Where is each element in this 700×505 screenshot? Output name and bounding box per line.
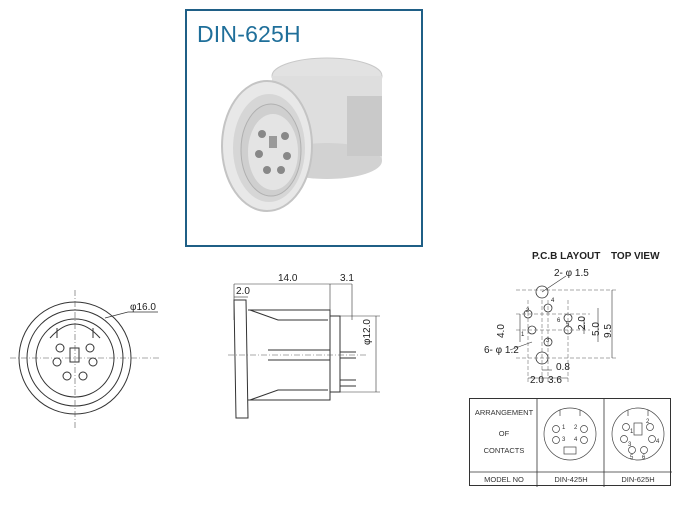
pcb-pin-label: 4 <box>551 298 555 304</box>
pcb-pin-label: 6 <box>557 318 561 324</box>
pcb-layout-drawing <box>509 275 616 382</box>
pin-label: 5 <box>630 455 634 461</box>
product-title: DIN-625H <box>197 21 301 47</box>
pcb-pin-label: 1 <box>521 332 525 338</box>
pin-label: 3 <box>628 442 632 448</box>
table-grid <box>470 399 672 487</box>
top-view-heading: TOP VIEW <box>611 251 660 262</box>
connector-photo <box>221 57 383 212</box>
table-model-a: DIN-425H <box>554 475 588 484</box>
pcb-dim-2-0-h: 2.0 <box>530 375 544 386</box>
table-row-label-contacts: CONTACTS <box>483 446 525 455</box>
pcb-dim-0-8: 0.8 <box>556 362 570 373</box>
pcb-dim-3-6: 3.6 <box>548 375 562 386</box>
pin-label: 1 <box>562 425 566 431</box>
table-row-label-of: OF <box>498 429 510 438</box>
pcb-dim-5-0: 5.0 <box>591 322 602 336</box>
pin-label: 2 <box>646 419 650 425</box>
pin-label: 6 <box>642 455 646 461</box>
pcb-dim-4-0: 4.0 <box>496 324 507 338</box>
table-model-b: DIN-625H <box>621 475 655 484</box>
side-dim-total: 14.0 <box>278 273 298 284</box>
pcb-dim-2-0-v: 2.0 <box>577 316 588 330</box>
side-view-drawing <box>228 283 380 419</box>
table-model-label: MODEL NO <box>484 475 524 484</box>
pcb-pin-label: 3 <box>546 338 550 344</box>
side-dim-right: 3.1 <box>340 273 354 284</box>
pcb-holes-small: 6- φ 1.2 <box>484 345 519 356</box>
front-diameter-label: φ16.0 <box>130 302 156 313</box>
pin-label: 1 <box>630 429 634 435</box>
pcb-pin-label: 2 <box>526 308 530 314</box>
pin-label: 3 <box>562 437 566 443</box>
side-dim-height: φ12.0 <box>362 319 373 345</box>
pin-label: 4 <box>574 437 578 443</box>
front-view-drawing <box>10 290 160 430</box>
contacts-table: ARRANGEMENT OF CONTACTS MODEL NO DIN-425… <box>469 398 672 487</box>
pin-label: 4 <box>656 439 660 445</box>
table-row-label-arrangement: ARRANGEMENT <box>474 408 534 417</box>
product-photo-frame: DIN-625H <box>185 9 423 247</box>
pin-label: 2 <box>574 425 578 431</box>
pcb-dim-9-5: 9.5 <box>603 324 614 338</box>
pcb-pin-label: 5 <box>566 322 570 328</box>
pcb-holes-large: 2- φ 1.5 <box>554 268 589 279</box>
pcb-layout-heading: P.C.B LAYOUT <box>532 251 601 262</box>
side-dim-flange: 2.0 <box>236 286 250 297</box>
